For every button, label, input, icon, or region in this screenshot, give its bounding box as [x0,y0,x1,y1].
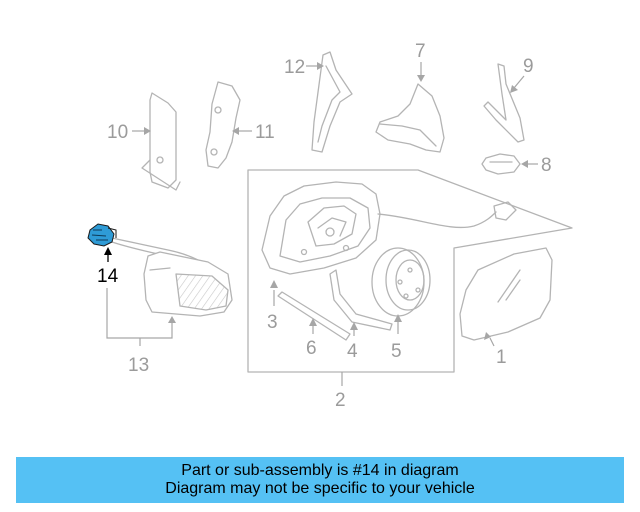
mirror-housing [261,181,517,275]
callout-5-label: 5 [391,341,402,362]
callout-4: 4 [347,322,358,362]
part-5-actuator [371,247,431,317]
callout-4-label: 4 [347,341,358,362]
callout-11-label: 11 [255,122,275,143]
callout-1-label: 1 [496,347,507,368]
part-8-lamp [481,153,521,175]
part-10-bracket [141,92,181,191]
part-9-gasket [483,63,525,143]
callout-12-label: 12 [284,57,305,78]
callout-7: 7 [415,41,426,82]
callout-9-label: 9 [523,56,534,77]
callout-8: 8 [521,155,552,176]
part-4-gasket [329,269,393,331]
part-2-assembly-box [247,169,573,373]
callout-11: 11 [232,122,275,143]
callout-10-label: 10 [107,122,128,143]
callout-2: 2 [335,372,346,411]
part-6-seal [277,291,351,341]
callout-5: 5 [391,314,402,362]
callout-6: 6 [306,318,317,359]
part-11-bracket [205,81,241,169]
notice-line-2: Diagram may not be specific to your vehi… [165,480,475,497]
callout-12: 12 [284,57,324,78]
parts-diagram: 10 11 12 7 9 [87,41,573,411]
callout-3-label: 3 [267,312,278,333]
part-1-mirror-glass [459,247,553,341]
callout-6-label: 6 [306,338,317,359]
callout-10: 10 [107,122,151,143]
callout-1: 1 [484,332,507,368]
callout-14-label: 14 [97,266,119,287]
callout-13-label: 13 [128,355,149,376]
part-13-lamp-assembly [111,237,233,317]
part-14-connector [87,223,117,247]
callout-7-label: 7 [415,41,426,62]
notice-banner: Part or sub-assembly is #14 in diagram D… [16,457,624,503]
part-7-cover [375,83,445,153]
callout-9: 9 [510,56,534,93]
callout-14: 14 [97,247,119,287]
callout-2-label: 2 [335,390,346,411]
callout-8-label: 8 [541,155,552,176]
callout-13: 13 [106,288,176,376]
part-12-trim [311,51,353,153]
notice-line-1: Part or sub-assembly is #14 in diagram [181,462,459,479]
callout-3: 3 [267,280,278,333]
